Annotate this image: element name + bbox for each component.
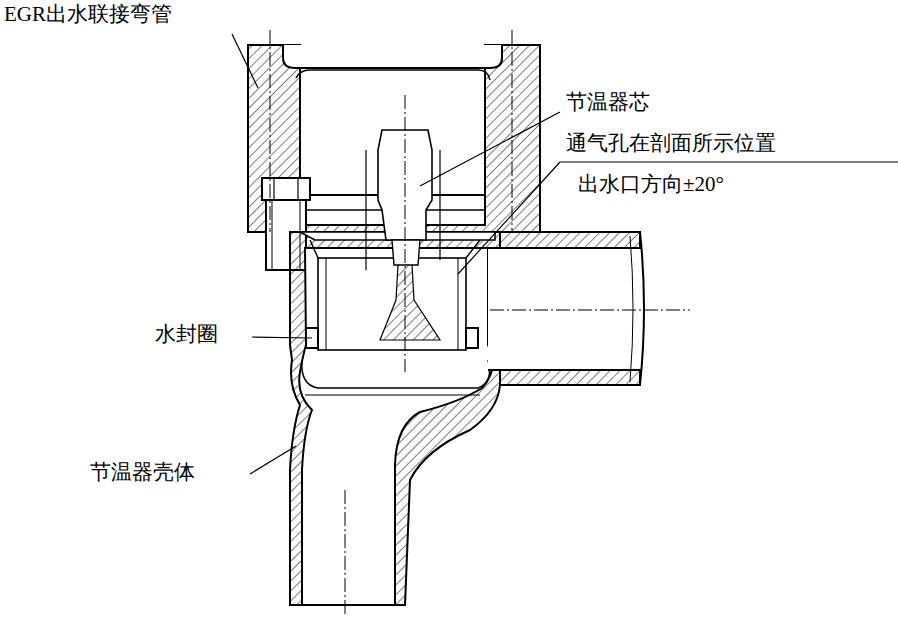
leader-lines [232, 34, 898, 474]
part-label: 出水口方向±20° [578, 172, 724, 197]
part-label: EGR出水联接弯管 [4, 2, 172, 27]
part-label: 水封圈 [155, 322, 218, 347]
part-label: 节温器壳体 [90, 460, 195, 485]
housing-wall [290, 232, 500, 605]
part-label: 通气孔在剖面所示位置 [566, 131, 776, 156]
part-label: 节温器芯 [566, 90, 650, 115]
core-cup [318, 258, 466, 350]
bolt-nut [262, 178, 310, 200]
